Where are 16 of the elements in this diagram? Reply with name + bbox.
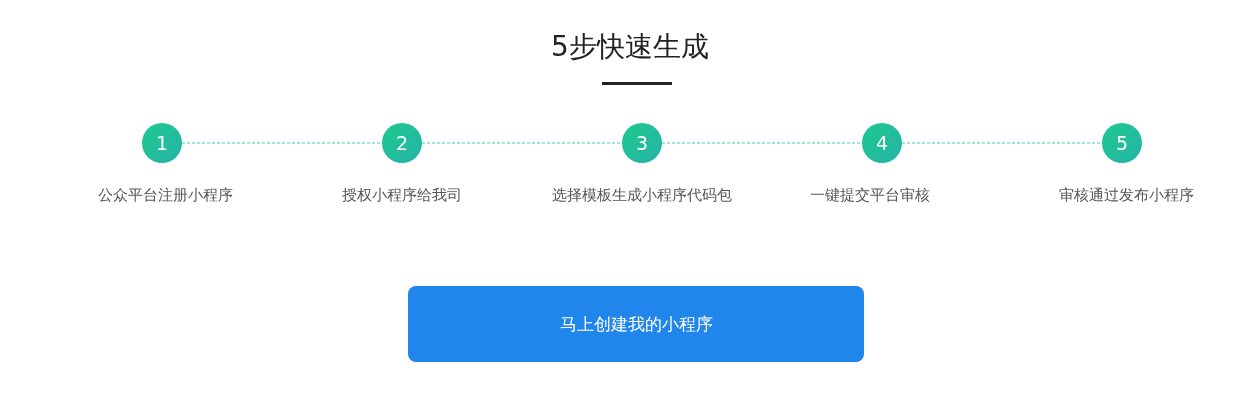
create-button: 马上创建我的小程序 — [408, 286, 864, 362]
dashed-connector — [421, 142, 623, 144]
step-caption: 授权小程序给我司 — [342, 186, 462, 205]
step-caption: 选择模板生成小程序代码包 — [552, 186, 732, 205]
step-number-circle: 2 — [382, 123, 422, 163]
dashed-connector — [181, 142, 383, 144]
step-number-circle: 3 — [622, 123, 662, 163]
dashed-connector — [661, 142, 863, 144]
step-number-circle: 5 — [1102, 123, 1142, 163]
heading: 5步快速生成 — [551, 29, 709, 65]
dashed-connector — [901, 142, 1103, 144]
step-number-circle: 4 — [862, 123, 902, 163]
step-number-circle: 1 — [142, 123, 182, 163]
step-caption: 审核通过发布小程序 — [1058, 186, 1194, 205]
step-caption: 公众平台注册小程序 — [97, 186, 233, 205]
step-caption: 一键提交平台审核 — [810, 186, 930, 205]
